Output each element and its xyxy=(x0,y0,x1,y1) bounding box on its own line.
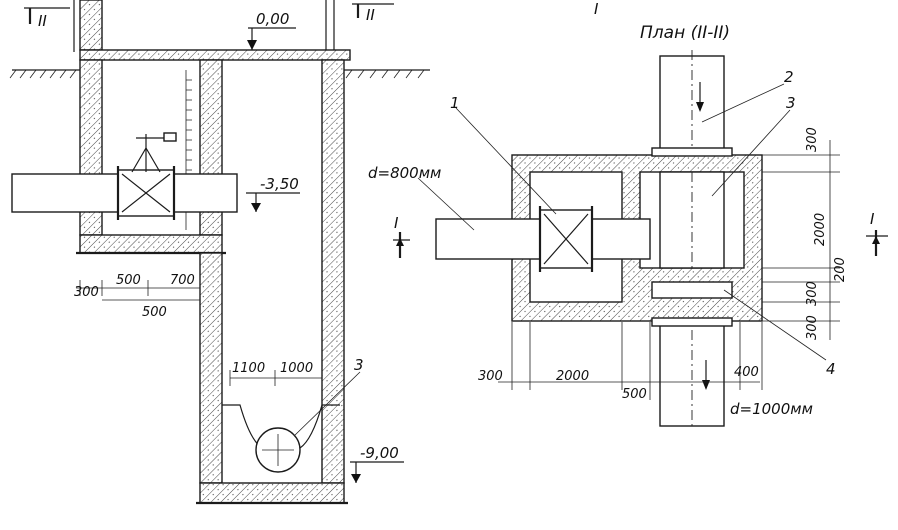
plan-dimension-lines xyxy=(498,140,840,400)
elevation-bottom-marker xyxy=(350,461,404,483)
outlet-diameter-label: d=1000мм xyxy=(730,400,813,418)
plan-section-mark-right-I-label: I xyxy=(870,210,875,228)
elevation-bottom-label: -9,00 xyxy=(360,444,399,462)
dim-300-section: 300 xyxy=(74,285,99,300)
plan-section-mark-left-I xyxy=(393,232,410,258)
plan-view xyxy=(393,50,888,430)
ground-line xyxy=(9,69,430,79)
pipe-collar-lower xyxy=(651,317,733,327)
top-mark-label: I xyxy=(594,0,599,18)
leader-d800 xyxy=(417,177,475,231)
plan-dim-300-bottom: 300 xyxy=(478,369,503,384)
pipe-collar-bottom xyxy=(651,281,733,299)
section-mark-right-II xyxy=(352,3,394,18)
cover-slab xyxy=(79,49,351,61)
plan-dim-300b-right: 300 xyxy=(805,281,820,306)
elevation-ground-label: 0,00 xyxy=(256,10,289,28)
plan-dim-200-right: 200 xyxy=(833,257,848,282)
plan-dim-2000-bottom: 2000 xyxy=(556,369,589,384)
callout-3-plan: 3 xyxy=(786,94,796,112)
plan-dim-400-bottom: 400 xyxy=(734,365,759,380)
elevation-ground-marker xyxy=(247,27,296,50)
leader-4 xyxy=(723,289,827,361)
section-view xyxy=(9,0,430,505)
elevation-pipe-label: -3,50 xyxy=(260,175,299,193)
plan-dim-300c-right: 300 xyxy=(805,315,820,340)
plan-section-mark-left-I-label: I xyxy=(394,214,399,232)
callout-2: 2 xyxy=(784,68,794,86)
elevation-pipe-marker xyxy=(246,192,300,212)
inlet-diameter-label: d=800мм xyxy=(368,164,441,182)
callout-1: 1 xyxy=(450,94,460,112)
leader-2 xyxy=(701,83,785,123)
well-left-wall xyxy=(199,252,223,484)
plan-dim-2000-right: 2000 xyxy=(813,213,828,246)
dim-1000-section: 1000 xyxy=(280,361,313,376)
plan-dim-300-right: 300 xyxy=(805,127,820,152)
plan-title: План (II-II) xyxy=(640,23,730,43)
dim-500-section-b: 500 xyxy=(142,305,167,320)
leader-3 xyxy=(711,109,791,197)
section-mark-left-II-label: II xyxy=(38,12,47,30)
well-right-wall xyxy=(321,59,345,484)
dim-500-section-a: 500 xyxy=(116,273,141,288)
callout-3-section: 3 xyxy=(354,356,364,374)
section-mark-left-II xyxy=(24,7,70,24)
plan-dim-500-bottom: 500 xyxy=(622,387,647,402)
plan-section-mark-right-I xyxy=(866,230,888,256)
section-mark-right-II-label: II xyxy=(366,6,375,24)
callout-4: 4 xyxy=(826,360,836,378)
pipe-collar-top xyxy=(651,147,733,157)
dim-700-section: 700 xyxy=(170,273,195,288)
leader-1 xyxy=(455,107,557,215)
left-shaft-wall xyxy=(79,0,103,51)
section-dimension-lines xyxy=(76,280,323,386)
dim-1100-section: 1100 xyxy=(232,361,265,376)
chamber-floor xyxy=(79,234,223,254)
well-bottom-slab xyxy=(199,482,345,504)
